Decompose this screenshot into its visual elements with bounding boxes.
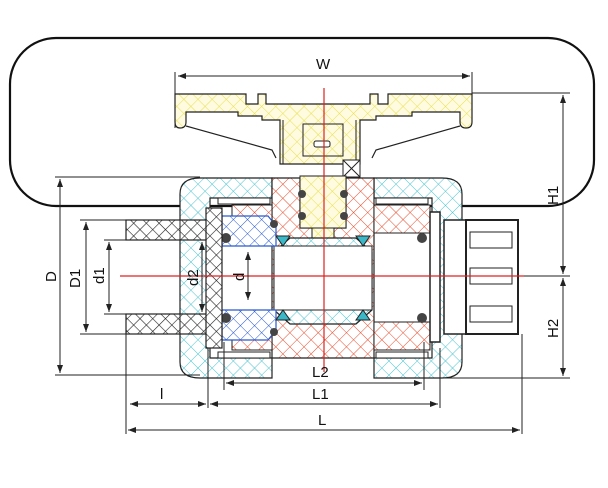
dim-label-D: D bbox=[43, 271, 60, 282]
seats bbox=[275, 235, 371, 321]
o-rings bbox=[221, 190, 427, 336]
dim-label-D1: D1 bbox=[67, 269, 84, 288]
left-socket-end bbox=[125, 207, 223, 349]
dim-label-d2: d2 bbox=[185, 269, 202, 286]
dim-label-L1: L1 bbox=[312, 386, 329, 403]
right-end-connector bbox=[429, 211, 519, 343]
carrier-insert bbox=[221, 215, 277, 341]
ball bbox=[273, 237, 373, 325]
dim-label-l: l bbox=[160, 386, 163, 403]
dim-label-H2: H2 bbox=[545, 319, 562, 338]
dim-label-W: W bbox=[316, 56, 331, 73]
stem-slot bbox=[313, 140, 331, 148]
drawing-frame-rounded bbox=[8, 36, 596, 208]
dimension-lines bbox=[55, 72, 570, 434]
dim-label-L2: L2 bbox=[312, 364, 329, 381]
dim-label-H1: H1 bbox=[545, 186, 562, 205]
dim-label-d1: d1 bbox=[91, 267, 108, 284]
threads bbox=[217, 197, 429, 359]
dim-label-d: d bbox=[231, 273, 248, 281]
dim-label-L: L bbox=[318, 412, 326, 429]
